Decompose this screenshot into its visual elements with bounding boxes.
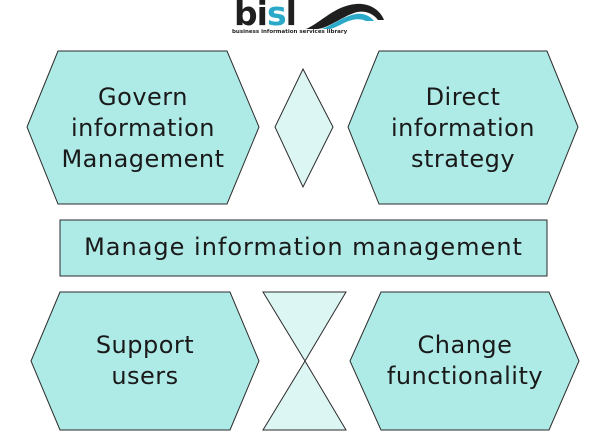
support-hexagon: [30, 291, 260, 431]
direct-hexagon: [347, 50, 579, 205]
bisl-logo: bisl business information services libra…: [232, 0, 392, 44]
direct-label: Direct information strategy: [390, 83, 535, 173]
logo-wordmark: bisl: [234, 0, 297, 33]
govern-hexagon: [26, 50, 260, 205]
manage-rectangle: [59, 219, 548, 277]
change-label: Change functionality: [386, 331, 544, 390]
center-diamond: [274, 67, 334, 189]
support-label: Support users: [95, 331, 195, 390]
logo-swoosh-icon: [306, 3, 384, 30]
govern-label: Govern information Management: [61, 83, 225, 173]
change-hexagon: [349, 291, 580, 431]
logo-subtitle: business information services library: [232, 29, 348, 35]
center-hourglass: [262, 291, 347, 431]
manage-label: Manage information management: [84, 233, 523, 261]
